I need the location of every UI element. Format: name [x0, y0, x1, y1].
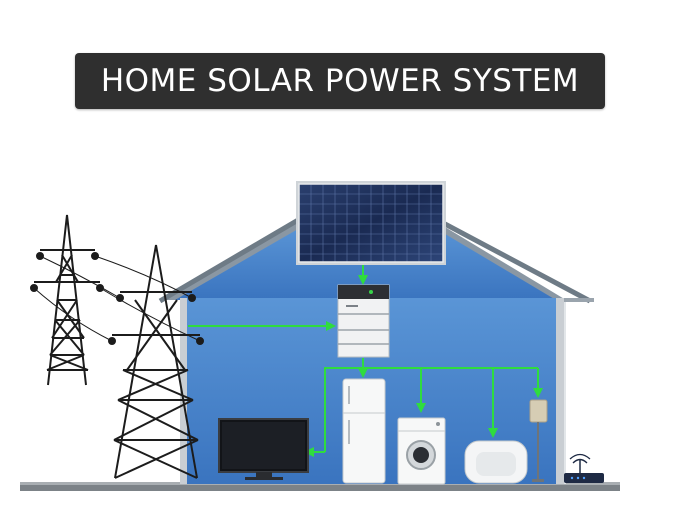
lamp-icon	[529, 399, 548, 482]
wifi-router-icon	[564, 453, 604, 483]
page-title: HOME SOLAR POWER SYSTEM	[100, 63, 580, 99]
transmission-tower-icon	[30, 214, 204, 479]
refrigerator-icon	[342, 378, 386, 484]
energy-flow-arrows	[188, 265, 543, 457]
armchair-icon	[464, 440, 528, 484]
title-banner: HOME SOLAR POWER SYSTEM	[75, 53, 605, 109]
battery-storage-icon	[337, 284, 390, 358]
tv-icon	[218, 418, 309, 480]
solar-panel-icon	[296, 181, 446, 265]
washing-machine-icon	[397, 417, 446, 485]
